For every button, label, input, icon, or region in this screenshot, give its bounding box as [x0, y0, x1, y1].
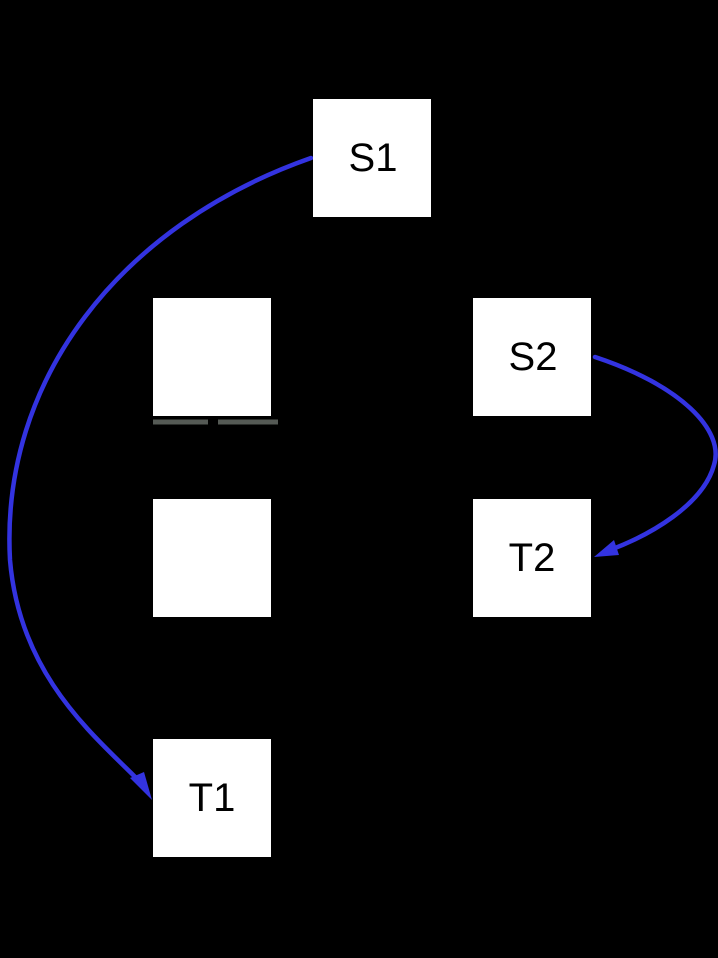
node-s1-label: S1	[349, 136, 398, 180]
node-blank-bottom	[153, 499, 271, 617]
edge-s1-t1-arrowhead	[130, 772, 152, 800]
edge-s1-t1	[7, 155, 314, 800]
node-blank-top-box	[153, 298, 271, 416]
edge-s2-t2-line	[592, 354, 718, 553]
node-s2: S2	[473, 298, 591, 416]
node-t1-box	[153, 739, 271, 857]
node-t2-label: T2	[509, 536, 556, 580]
node-s1: S1	[313, 99, 431, 217]
edge-s1-t1-line	[7, 155, 314, 788]
node-s2-box	[473, 298, 591, 416]
node-t1-label: T1	[189, 776, 236, 820]
edge-s2-t2-arrowhead	[594, 540, 619, 557]
node-t1: T1	[153, 739, 271, 857]
node-blank-top	[153, 298, 278, 425]
node-t2: T2	[473, 499, 591, 617]
edge-s2-t2	[592, 354, 718, 557]
node-blank-bottom-box	[153, 499, 271, 617]
node-s1-box	[313, 99, 431, 217]
node-t2-box	[473, 499, 591, 617]
node-s2-label: S2	[509, 335, 558, 379]
